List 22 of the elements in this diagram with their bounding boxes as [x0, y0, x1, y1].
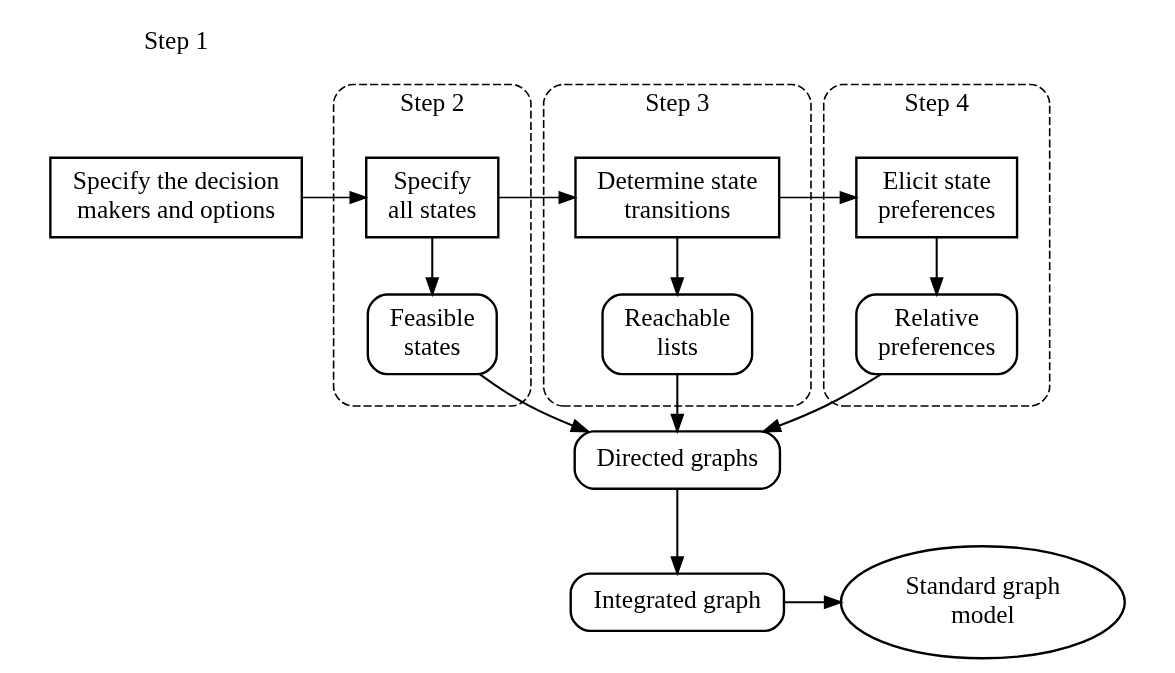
arrow	[301, 190, 369, 205]
arrow	[497, 190, 578, 205]
node-label: Step 1	[143, 26, 209, 56]
node-box: Reachable lists	[601, 293, 754, 376]
node-box: Directed graphs	[573, 430, 782, 490]
arrow	[670, 489, 685, 577]
arrow	[784, 595, 844, 610]
arrow	[670, 237, 685, 298]
node-box: Relative preferences	[855, 293, 1019, 376]
node-ellipse: Standard graph model	[839, 545, 1126, 660]
arrow	[670, 374, 685, 434]
arrow	[761, 373, 882, 433]
arrow	[929, 237, 944, 298]
arrow	[778, 190, 859, 205]
node-box: Specify the decision makers and options	[49, 156, 303, 239]
node-box: Specify all states	[365, 156, 500, 239]
node-box: Elicit state preferences	[855, 156, 1019, 239]
arrow	[425, 237, 440, 298]
arrow	[479, 373, 591, 433]
node-box: Feasible states	[366, 293, 498, 376]
node-box: Integrated graph	[569, 572, 786, 633]
node-box: Determine state transitions	[574, 156, 781, 239]
